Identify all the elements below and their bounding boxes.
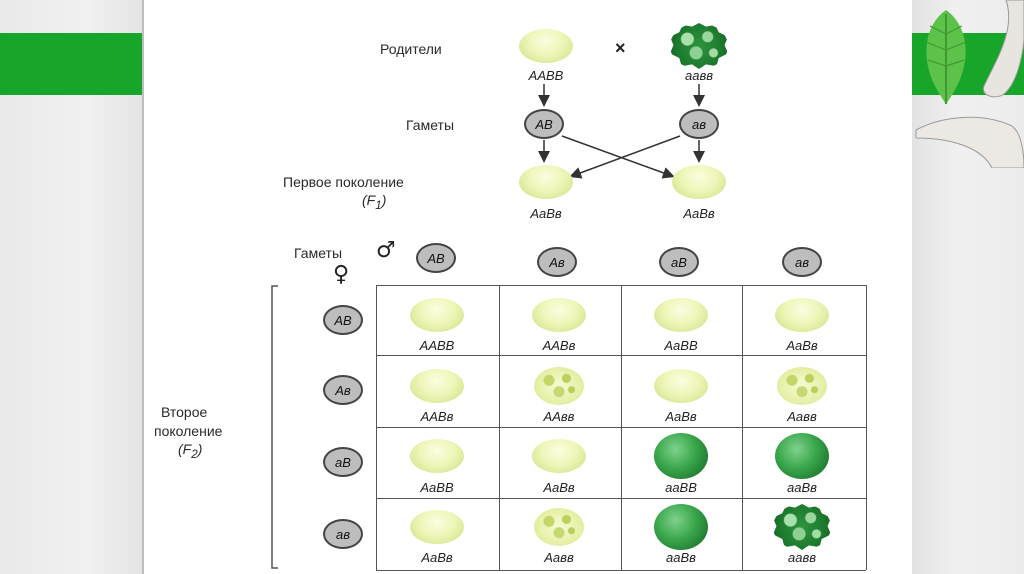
male-gamete-2: Aв bbox=[537, 247, 577, 277]
table-gametes-label: Гаметы bbox=[294, 245, 343, 261]
second-generation-line2: поколение bbox=[154, 423, 223, 439]
f1-genotype-left: AaBв bbox=[530, 206, 562, 221]
male-symbol: ♂ bbox=[376, 238, 396, 263]
left-margin-panel bbox=[0, 0, 142, 574]
punnett-pea-yellow-smooth bbox=[410, 369, 464, 403]
punnett-genotype: aaBB bbox=[665, 480, 697, 495]
parent-genotype-left: AABB bbox=[528, 68, 564, 83]
f1-genotype-right: AaBв bbox=[683, 206, 715, 221]
female-symbol: ♀ bbox=[333, 262, 350, 287]
f2-subscript: 2 bbox=[191, 447, 198, 461]
male-gamete-3: aB bbox=[659, 247, 699, 277]
punnett-pea-yellow-smooth bbox=[532, 298, 586, 332]
slide-content: Родители × AABB aaвв Гаметы AB aв Первое… bbox=[144, 0, 912, 574]
slide-left-border bbox=[142, 0, 144, 574]
punnett-pea-green-smooth bbox=[654, 433, 708, 479]
punnett-pea-green-smooth bbox=[654, 504, 708, 550]
leaf-hand-icon bbox=[925, 10, 967, 104]
punnett-genotype: aaBв bbox=[666, 550, 696, 565]
punnett-genotype: AaBв bbox=[421, 550, 453, 565]
f2-letter: (F bbox=[178, 441, 192, 457]
male-gamete-1: AB bbox=[416, 243, 456, 273]
punnett-vline-3 bbox=[742, 285, 743, 570]
second-generation-symbol: (F2) bbox=[178, 441, 202, 461]
punnett-pea-yellow-smooth bbox=[410, 439, 464, 473]
female-gamete-2: Aв bbox=[323, 375, 363, 405]
punnett-genotype: aaBв bbox=[787, 480, 817, 495]
punnett-pea-yellow-smooth bbox=[654, 298, 708, 332]
punnett-pea-green-smooth bbox=[775, 433, 829, 479]
punnett-vline-0 bbox=[376, 285, 377, 570]
punnett-genotype: AaBB bbox=[664, 338, 698, 353]
hand-icon bbox=[982, 0, 1024, 98]
parent-genotype-right: aaвв bbox=[684, 68, 714, 83]
punnett-vline-1 bbox=[499, 285, 500, 570]
punnett-pea-yellow-wrinkled bbox=[534, 367, 584, 405]
first-generation-text: Первое поколение bbox=[283, 174, 404, 190]
female-gamete-3: aB bbox=[323, 447, 363, 477]
parent-gamete-right: aв bbox=[679, 109, 719, 139]
second-generation-line1: Второе bbox=[161, 404, 208, 420]
parents-label: Родители bbox=[380, 41, 442, 57]
punnett-pea-yellow-wrinkled bbox=[777, 367, 827, 405]
cross-arrows bbox=[271, 84, 705, 569]
f1-pea-right bbox=[672, 165, 726, 199]
right-margin-panel bbox=[912, 0, 1024, 574]
punnett-genotype: AaBв bbox=[543, 480, 575, 495]
first-generation-symbol: (F1) bbox=[362, 192, 386, 212]
parent-pea-yellow-smooth bbox=[519, 29, 573, 63]
f2-close: ) bbox=[197, 441, 203, 457]
male-gamete-4: aв bbox=[782, 247, 822, 277]
punnett-pea-yellow-smooth bbox=[654, 369, 708, 403]
female-gamete-1: AB bbox=[323, 305, 363, 335]
parent-gamete-left: AB bbox=[524, 109, 564, 139]
first-generation-label: Первое поколение bbox=[283, 174, 404, 190]
punnett-pea-yellow-smooth bbox=[532, 439, 586, 473]
punnett-vline-2 bbox=[621, 285, 622, 570]
punnett-genotype: AaBв bbox=[665, 409, 697, 424]
punnett-pea-yellow-smooth bbox=[410, 298, 464, 332]
female-gamete-4: aв bbox=[323, 519, 363, 549]
punnett-genotype: Aaвв bbox=[544, 550, 574, 565]
punnett-pea-yellow-smooth bbox=[410, 510, 464, 544]
f1-pea-left bbox=[519, 165, 573, 199]
punnett-pea-yellow-wrinkled bbox=[534, 508, 584, 546]
punnett-genotype: AABв bbox=[542, 338, 576, 353]
gametes-label: Гаметы bbox=[406, 117, 455, 133]
f1-subscript: 1 bbox=[375, 198, 382, 212]
punnett-genotype: Aaвв bbox=[787, 409, 817, 424]
punnett-genotype: AaBB bbox=[420, 480, 454, 495]
punnett-hline-4 bbox=[376, 570, 866, 571]
punnett-genotype: AABB bbox=[419, 338, 455, 353]
left-accent-bar bbox=[0, 33, 142, 95]
punnett-vline-4 bbox=[866, 285, 867, 570]
f1-letter: (F bbox=[362, 192, 376, 208]
f1-close: ) bbox=[381, 192, 387, 208]
punnett-genotype: AABв bbox=[420, 409, 454, 424]
punnett-genotype: AAвв bbox=[543, 409, 575, 424]
lower-hand-icon bbox=[915, 116, 1024, 168]
cross-symbol: × bbox=[615, 38, 626, 58]
punnett-genotype: aaвв bbox=[787, 550, 817, 565]
punnett-pea-yellow-smooth bbox=[775, 298, 829, 332]
punnett-genotype: AaBв bbox=[786, 338, 818, 353]
